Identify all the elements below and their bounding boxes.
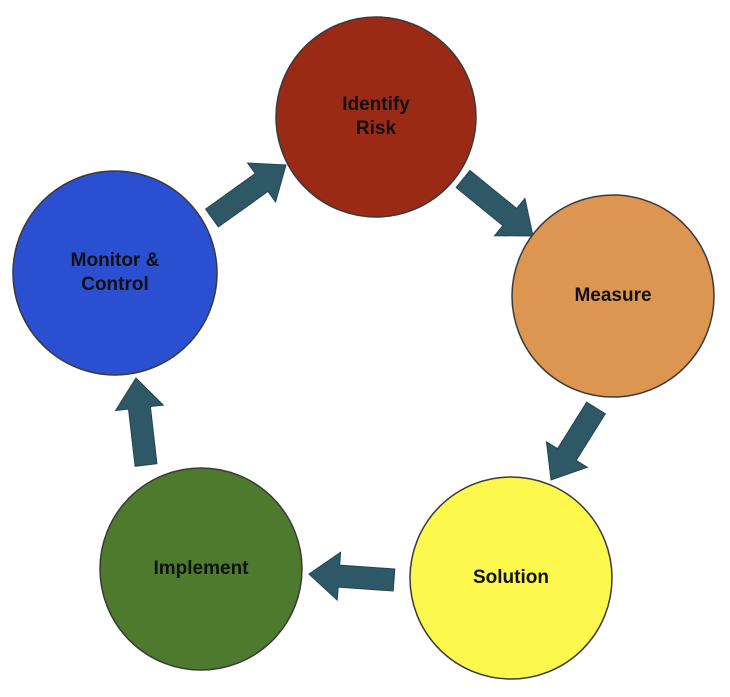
- node-circle-solution: [409, 476, 613, 680]
- node-label-identify-risk-line-2: Risk: [356, 118, 397, 139]
- node-implement: Implement: [99, 467, 303, 671]
- node-circle-implement: [99, 467, 303, 671]
- node-label-measure-line-1: Measure: [574, 285, 651, 306]
- arrow-solution-to-implement: [308, 551, 396, 602]
- node-label-solution-line-1: Solution: [473, 567, 549, 588]
- node-circle-identify-risk: [275, 16, 477, 218]
- arrows-layer: [114, 162, 606, 602]
- arrow-measure-to-solution: [545, 401, 606, 481]
- node-measure: Measure: [511, 194, 715, 398]
- node-solution: Solution: [409, 476, 613, 680]
- node-monitor-control: Monitor & Control: [12, 170, 218, 376]
- node-circle-measure: [511, 194, 715, 398]
- node-label-identify-risk-line-1: Identify: [342, 94, 410, 115]
- arrow-monitor-control-to-identify-risk: [204, 162, 287, 228]
- arrow-identify-risk-to-measure: [455, 169, 534, 237]
- node-label-implement-line-1: Implement: [153, 558, 249, 579]
- node-label-monitor-control-line-2: Control: [81, 274, 149, 295]
- node-circle-monitor-control: [12, 170, 218, 376]
- arrow-implement-to-monitor-control: [114, 377, 165, 467]
- node-label-monitor-control-line-1: Monitor &: [71, 250, 160, 271]
